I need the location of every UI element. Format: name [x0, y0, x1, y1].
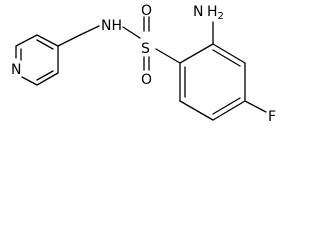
bond	[36, 70, 54, 81]
oxygen-bottom-label: O	[141, 72, 152, 88]
bond	[179, 43, 214, 64]
bond	[244, 100, 267, 113]
nh2-count: 2	[218, 11, 224, 22]
bond	[15, 34, 38, 47]
sulfur-label: S	[141, 41, 150, 57]
nh2-h: H	[207, 4, 218, 20]
fluorine-label: F	[268, 109, 276, 125]
nh2-label: H2	[207, 4, 224, 22]
bond	[79, 25, 100, 36]
molecule-canvas: H2 N NH S O O N F	[11, 3, 277, 125]
oxygen-top-label: O	[141, 3, 152, 19]
bond	[36, 72, 59, 86]
bond	[179, 100, 214, 121]
bond	[122, 26, 141, 39]
bond	[36, 34, 59, 47]
bond	[155, 48, 181, 64]
pyridine-ring	[15, 34, 59, 86]
structure-drawing: H2 N NH S O O N F	[11, 3, 276, 125]
bond	[212, 100, 246, 121]
nh2-n-label: N	[193, 4, 203, 20]
nh-label: NH	[101, 18, 122, 34]
pyridine-nitrogen-label: N	[11, 62, 21, 78]
bond	[57, 34, 81, 47]
bond	[21, 76, 38, 86]
bond	[212, 97, 241, 115]
bond	[212, 43, 246, 64]
benzene-ring	[179, 43, 246, 121]
bond	[36, 39, 54, 50]
bond	[212, 49, 241, 67]
